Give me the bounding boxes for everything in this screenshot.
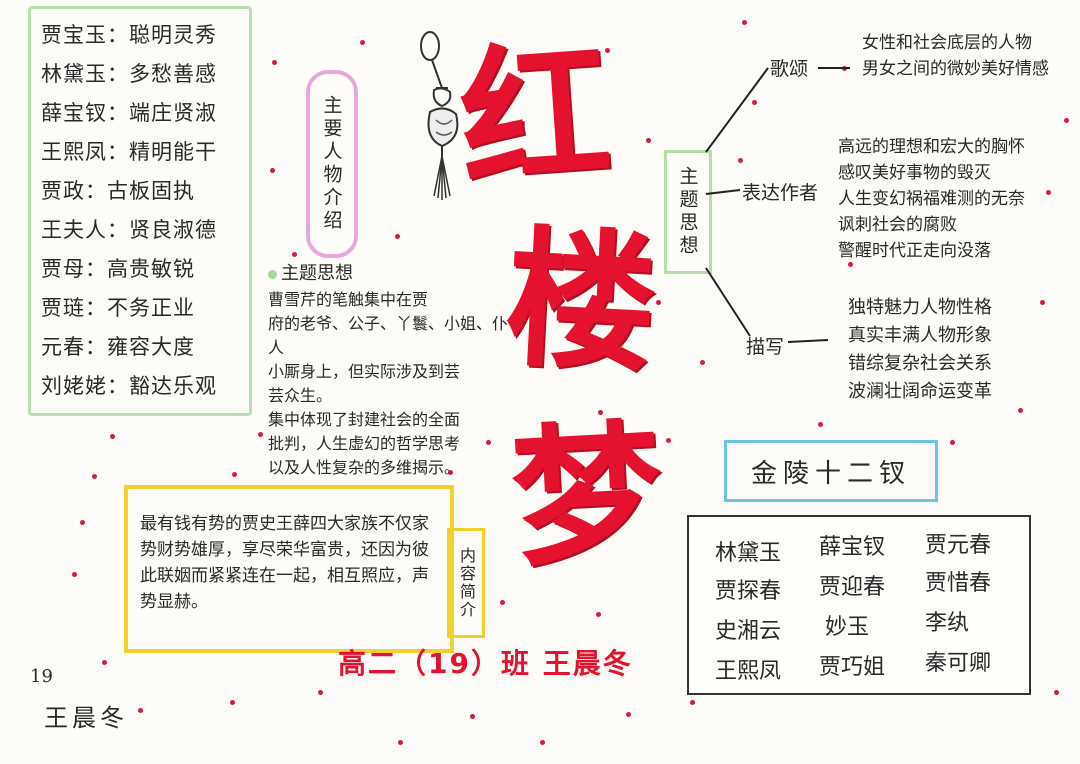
red-dot (470, 714, 475, 719)
character-entry: 元春：雍容大度 (41, 335, 195, 359)
red-dot (1018, 408, 1023, 413)
mindmap-lines (705, 67, 850, 343)
jinling-name: 林黛玉 (715, 541, 782, 566)
jinling-names-box: 林黛玉 薛宝钗 贾元春 贾探春 贾迎春 贾惜春 史湘云 妙玉 李纨 王熙凤 贾巧… (687, 515, 1031, 695)
summary-text: 最有钱有势的贾史王薛四大家族不仅家势财势雄厚，享尽荣华富贵，还因为彼此联姻而紧紧… (140, 514, 429, 612)
red-dot (540, 740, 545, 745)
red-dot (690, 700, 695, 705)
red-dot (950, 440, 955, 445)
red-dot (752, 100, 757, 105)
summary-box: 最有钱有势的贾史王薛四大家族不仅家势财势雄厚，享尽荣华富贵，还因为彼此联姻而紧紧… (124, 485, 454, 653)
signature-name: 王晨冬 (44, 704, 128, 732)
red-dot (612, 238, 617, 243)
red-dot (80, 520, 85, 525)
jinling-name: 王熙凤 (715, 659, 782, 684)
character-entry: 王熙凤：精明能干 (41, 140, 217, 164)
red-dot (1064, 118, 1069, 123)
theme-paragraph: 曹雪芹的笔触集中在贾 府的老爷、公子、丫鬟、小姐、仆人 小厮身上，但实际涉及到芸… (268, 290, 509, 405)
red-dot (848, 262, 853, 267)
pendant-ornament-icon (420, 31, 459, 200)
red-dot (738, 158, 743, 163)
red-dot (656, 300, 661, 305)
red-dot (360, 40, 365, 45)
class-name: 高二（19）班 王晨冬 (338, 647, 633, 680)
red-dot (398, 740, 403, 745)
content-intro-label: 内容简介 (447, 528, 485, 638)
character-entry: 贾政：古板固执 (41, 179, 195, 203)
branch-praise-text: 女性和社会底层的人物 男女之间的微妙美好情感 (862, 33, 1049, 79)
red-dot (1054, 690, 1059, 695)
red-dot (232, 472, 237, 477)
red-dot (486, 440, 491, 445)
character-entry: 王夫人：贤良淑德 (41, 218, 217, 242)
bullet-icon (268, 270, 277, 279)
red-dot (395, 234, 400, 239)
red-dot (700, 360, 705, 365)
branch-express-label: 表达作者 (742, 182, 819, 204)
character-entry: 贾母：高贵敏锐 (41, 257, 195, 281)
signature-number: 19 (30, 666, 53, 687)
title-char-lou: 楼 (501, 212, 661, 394)
jinling-name: 贾惜春 (925, 571, 992, 596)
red-dot (72, 572, 77, 577)
red-dot (92, 474, 97, 479)
red-dot (292, 252, 297, 257)
red-dot (500, 600, 505, 605)
title-char-hong: 红 (454, 24, 616, 210)
red-dot (626, 712, 631, 717)
theme-heading: 主题思想 (268, 262, 523, 286)
red-dot (598, 410, 603, 415)
jinling-title: 金陵十二钗 (724, 440, 938, 502)
red-dot (448, 470, 453, 475)
red-dot (318, 690, 323, 695)
red-dot (258, 432, 263, 437)
jinling-name: 妙玉 (825, 615, 870, 640)
character-entry: 贾宝玉：聪明灵秀 (41, 23, 217, 47)
character-entry: 刘姥姥：豁达乐观 (41, 374, 217, 398)
jinling-name: 李纨 (925, 611, 970, 636)
main-characters-label: 主要人物介绍 (306, 70, 358, 258)
character-entry: 林黛玉：多愁善感 (41, 62, 217, 86)
red-dot (102, 660, 107, 665)
jinling-name: 秦可卿 (925, 651, 992, 676)
red-dot (1040, 300, 1045, 305)
branch-praise-label: 歌颂 (770, 58, 809, 80)
red-dot (1046, 190, 1051, 195)
theme-section: 主题思想 曹雪芹的笔触集中在贾 府的老爷、公子、丫鬟、小姐、仆人 小厮身上，但实… (268, 262, 523, 480)
branch-describe-label: 描写 (746, 336, 785, 358)
red-dot (605, 48, 610, 53)
character-entry: 薛宝钗：端庄贤淑 (41, 101, 217, 125)
jinling-name: 史湘云 (715, 619, 782, 644)
jinling-name: 贾巧姐 (819, 655, 886, 680)
red-dot (230, 700, 235, 705)
red-dot (818, 422, 823, 427)
branch-describe-text: 独特魅力人物性格 真实丰满人物形象 错综复杂社会关系 波澜壮阔命运变革 (848, 297, 992, 402)
red-dot (666, 438, 671, 443)
title-char-meng: 梦 (507, 406, 667, 588)
branch-express-text: 高远的理想和宏大的胸怀 感叹美好事物的毁灭 人生变幻祸福难测的无奈 讽刺社会的腐… (838, 137, 1025, 261)
jinling-name: 贾迎春 (819, 575, 886, 600)
theme-heading-text: 主题思想 (281, 263, 353, 284)
red-dot (138, 708, 143, 713)
red-dot (646, 138, 651, 143)
red-dot (272, 60, 277, 65)
theme-paragraph: 集中体现了封建社会的全面 批判，人生虚幻的哲学思考 以及人性复杂的多维揭示。 (268, 410, 461, 477)
character-list-box: 贾宝玉：聪明灵秀 林黛玉：多愁善感 薛宝钗：端庄贤淑 王熙凤：精明能干 贾政：古… (28, 6, 252, 416)
character-entry: 贾琏：不务正业 (41, 296, 195, 320)
theme-box-label: 主题思想 (664, 150, 712, 274)
red-dot (110, 434, 115, 439)
jinling-name: 贾元春 (925, 533, 992, 558)
jinling-name: 贾探春 (715, 579, 782, 604)
red-dot (596, 612, 601, 617)
red-dot (270, 168, 275, 173)
red-dot (742, 20, 747, 25)
jinling-name: 薛宝钗 (819, 535, 886, 560)
